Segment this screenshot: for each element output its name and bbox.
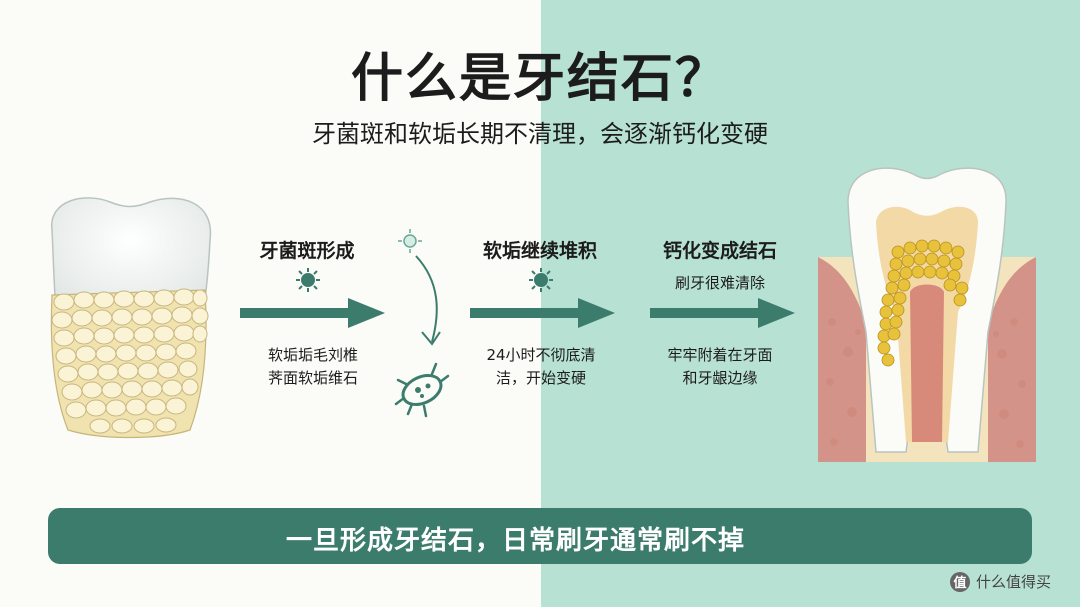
step-3-subtitle: 刷牙很难清除 (674, 274, 765, 292)
watermark-logo-icon: 值 (950, 571, 970, 592)
step-1-title: 牙菌斑形成 (259, 240, 355, 262)
tooth-with-plaque-illustration (50, 197, 212, 439)
bacteria-icon (296, 268, 320, 292)
summary-banner-text: 一旦形成牙结石，日常刷牙通常刷不掉 (286, 526, 746, 556)
step-1-description-line-1: 软垢垢毛刘椎 (267, 346, 358, 364)
step-2-description-line-2: 洁，开始变硬 (495, 369, 586, 387)
watermark: 值 什么值得买 (950, 571, 1051, 592)
step-3-title: 钙化变成结石 (662, 240, 777, 262)
page-title: 什么是牙结石？ (350, 49, 729, 109)
step-2-description: 24小时不彻底清 洁，开始变硬 (466, 344, 616, 390)
watermark-text: 什么值得买 (976, 573, 1052, 591)
step-3-description-line-2: 和牙龈边缘 (682, 369, 758, 387)
microbe-icon (394, 362, 450, 418)
step-1-description: 软垢垢毛刘椎 荠面软垢维石 (238, 344, 388, 390)
bacteria-icon (529, 268, 553, 292)
tooth-cross-section-illustration (818, 167, 1036, 462)
small-bacteria-icon (398, 229, 422, 253)
curved-arrow-icon (415, 255, 441, 346)
page-subtitle: 牙菌斑和软垢长期不清理，会逐渐钙化变硬 (312, 120, 768, 148)
step-1-description-line-2: 荠面软垢维石 (267, 369, 358, 387)
arrow-right-icon (650, 298, 795, 328)
step-3-description-line-1: 牢牢附着在牙面 (667, 346, 773, 364)
arrow-right-icon (470, 298, 615, 328)
step-2-title: 软垢继续堆积 (482, 240, 597, 262)
summary-banner: 一旦形成牙结石，日常刷牙通常刷不掉 (48, 508, 1032, 564)
arrow-right-icon (240, 298, 385, 328)
step-2-description-line-1: 24小时不彻底清 (486, 346, 596, 364)
step-3-description: 牢牢附着在牙面 和牙龈边缘 (645, 344, 795, 390)
